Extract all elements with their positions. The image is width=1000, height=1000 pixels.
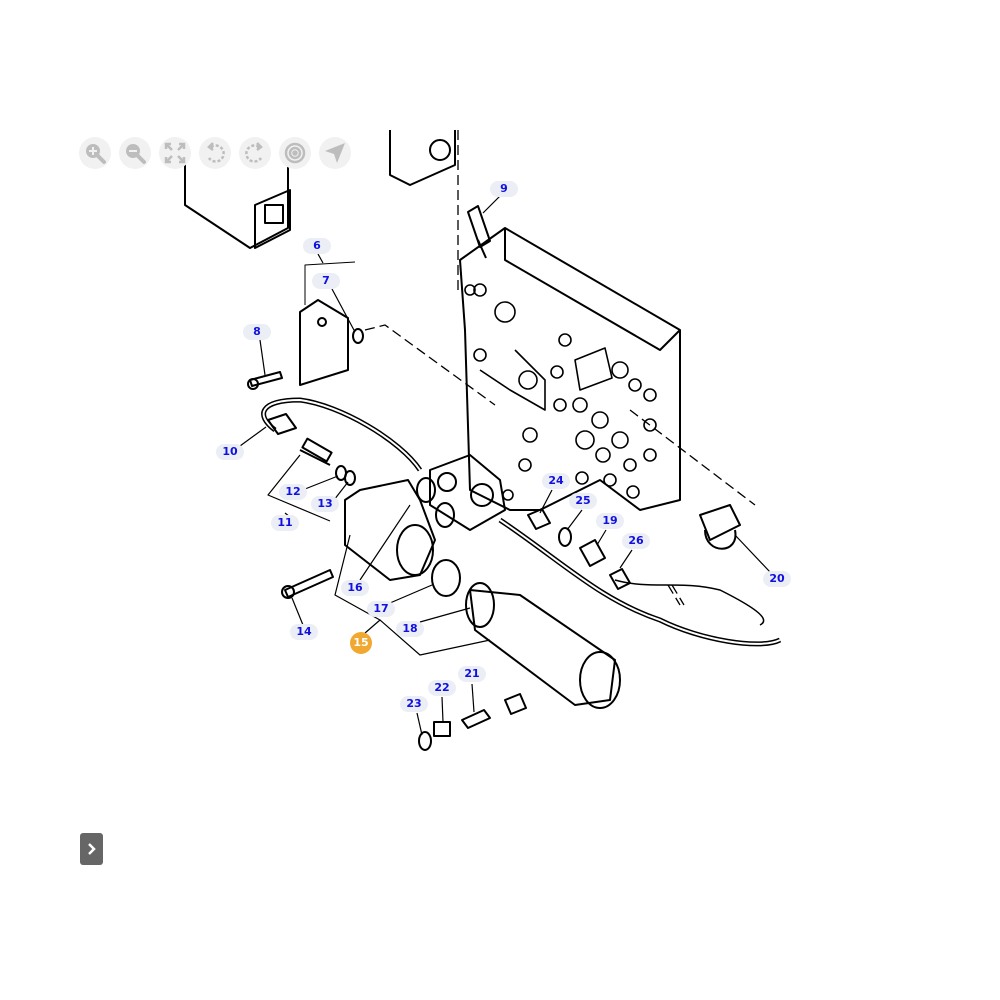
callout-25[interactable]: 25 bbox=[569, 493, 597, 509]
callout-17[interactable]: 17 bbox=[367, 601, 395, 617]
callout-10[interactable]: 10 bbox=[216, 444, 244, 460]
rotate-left-button[interactable] bbox=[199, 137, 231, 169]
zoom-in-button[interactable] bbox=[79, 137, 111, 169]
callout-14[interactable]: 14 bbox=[290, 624, 318, 640]
callout-15-selected[interactable]: 15 bbox=[350, 632, 372, 654]
callout-22[interactable]: 22 bbox=[428, 680, 456, 696]
fit-screen-button[interactable] bbox=[159, 137, 191, 169]
callout-18[interactable]: 18 bbox=[396, 621, 424, 637]
target-icon bbox=[284, 142, 306, 164]
callout-7[interactable]: 7 bbox=[312, 273, 340, 289]
viewer-toolbar bbox=[79, 137, 351, 169]
rotate-left-icon bbox=[207, 142, 225, 163]
navigate-button[interactable] bbox=[319, 137, 351, 169]
callout-16[interactable]: 16 bbox=[341, 580, 369, 596]
callout-26[interactable]: 26 bbox=[622, 533, 650, 549]
center-button[interactable] bbox=[279, 137, 311, 169]
rotate-right-button[interactable] bbox=[239, 137, 271, 169]
callout-13[interactable]: 13 bbox=[311, 496, 339, 512]
callout-6[interactable]: 6 bbox=[303, 238, 331, 254]
callout-23[interactable]: 23 bbox=[400, 696, 428, 712]
fit-screen-icon bbox=[164, 142, 186, 164]
rotate-right-icon bbox=[245, 142, 263, 163]
callout-19[interactable]: 19 bbox=[596, 513, 624, 529]
expand-panel-button[interactable] bbox=[80, 833, 103, 865]
callout-11[interactable]: 11 bbox=[271, 515, 299, 531]
callout-21[interactable]: 21 bbox=[458, 666, 486, 682]
zoom-in-icon bbox=[86, 144, 106, 164]
navigate-icon bbox=[325, 143, 345, 163]
callout-9[interactable]: 9 bbox=[490, 181, 518, 197]
chevron-right-icon bbox=[87, 843, 96, 855]
callout-20[interactable]: 20 bbox=[763, 571, 791, 587]
zoom-out-icon bbox=[126, 144, 146, 164]
zoom-out-button[interactable] bbox=[119, 137, 151, 169]
callout-8[interactable]: 8 bbox=[243, 324, 271, 340]
callout-24[interactable]: 24 bbox=[542, 473, 570, 489]
callout-12[interactable]: 12 bbox=[279, 484, 307, 500]
